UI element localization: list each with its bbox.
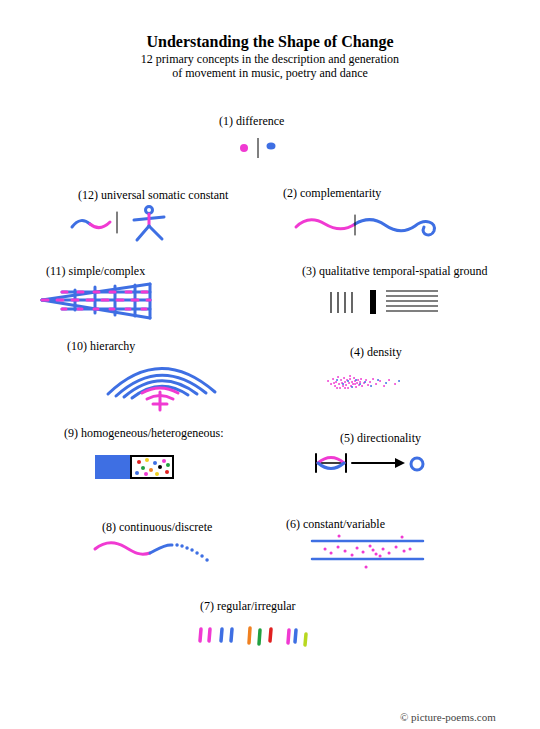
complementarity-figure bbox=[296, 215, 434, 235]
difference-figure-stroke bbox=[267, 143, 276, 150]
regular-irregular-figure-stroke bbox=[305, 634, 306, 645]
simple-complex-figure-stroke bbox=[62, 308, 150, 311]
homogeneous-figure-stroke bbox=[153, 461, 157, 465]
directionality-figure bbox=[316, 454, 423, 472]
concept-label: (5) directionality bbox=[340, 431, 421, 445]
concept-label: (9) homogeneous/heterogeneous: bbox=[64, 426, 224, 440]
ground-figure-stroke bbox=[386, 290, 438, 291]
somatic-figure-stroke bbox=[117, 212, 118, 233]
homogeneous-figure-stroke bbox=[149, 468, 153, 472]
concept-label: (7) regular/irregular bbox=[200, 599, 296, 613]
regular-irregular-figure-stroke bbox=[249, 628, 250, 643]
homogeneous-figure-stroke bbox=[158, 465, 162, 469]
ground-figure-stroke bbox=[370, 290, 376, 314]
somatic-figure-stroke bbox=[146, 207, 153, 214]
ground-figure-stroke bbox=[386, 300, 438, 301]
concept-label: (4) density bbox=[350, 345, 402, 359]
somatic-figure-stroke bbox=[149, 226, 162, 239]
regular-irregular-figure-stroke bbox=[231, 629, 232, 641]
ground-figure bbox=[331, 290, 438, 314]
density-figure bbox=[328, 376, 399, 388]
directionality-figure-stroke bbox=[318, 458, 344, 464]
difference-figure-stroke bbox=[258, 138, 259, 158]
regular-irregular-figure-stroke bbox=[288, 630, 289, 643]
homogeneous-figure-stroke bbox=[165, 470, 169, 474]
constant-variable-figure bbox=[312, 536, 423, 567]
density-figure-stroke bbox=[328, 376, 395, 388]
difference-figure bbox=[240, 138, 276, 158]
homogeneous-figure-stroke bbox=[135, 471, 139, 475]
constant-variable-figure-stroke bbox=[312, 540, 423, 543]
hierarchy-figure-stroke bbox=[153, 403, 167, 406]
homogeneous-figure-stroke bbox=[144, 472, 148, 476]
homogeneous-figure-stroke bbox=[166, 463, 170, 467]
directionality-figure-stroke bbox=[318, 463, 344, 469]
complementarity-figure-stroke bbox=[355, 215, 356, 235]
ground-figure-stroke bbox=[344, 292, 345, 313]
homogeneous-figure-stroke bbox=[95, 455, 130, 479]
homogeneous-figure bbox=[95, 455, 173, 479]
continuous-discrete-figure-stroke bbox=[177, 545, 207, 560]
directionality-figure-stroke bbox=[411, 458, 423, 470]
watermark: © picture-poems.com bbox=[400, 711, 496, 724]
continuous-discrete-figure-stroke bbox=[95, 543, 150, 554]
somatic-figure-stroke bbox=[72, 221, 90, 227]
somatic-figure-stroke bbox=[137, 226, 149, 240]
difference-figure-stroke bbox=[240, 144, 248, 152]
homogeneous-figure-stroke bbox=[137, 460, 141, 464]
ground-figure-stroke bbox=[386, 305, 438, 306]
concept-label: (6) constant/variable bbox=[286, 517, 385, 531]
ground-figure-stroke bbox=[337, 292, 338, 313]
hierarchy-figure-stroke bbox=[159, 392, 162, 410]
regular-irregular-figure-stroke bbox=[270, 629, 271, 641]
subtitle: 12 primary concepts in the description a… bbox=[139, 52, 401, 80]
concept-label: (12) universal somatic constant bbox=[78, 188, 228, 202]
complementarity-figure-stroke bbox=[355, 220, 434, 235]
regular-irregular-figure bbox=[200, 628, 306, 645]
concept-label: (3) qualitative temporal-spatial ground bbox=[302, 264, 488, 278]
regular-irregular-figure-stroke bbox=[200, 629, 201, 641]
homogeneous-figure-stroke bbox=[155, 472, 159, 476]
constant-variable-figure-stroke bbox=[312, 558, 423, 561]
density-figure-stroke bbox=[337, 380, 399, 387]
ground-figure-stroke bbox=[330, 292, 331, 313]
ground-figure-stroke bbox=[351, 292, 352, 313]
directionality-figure-stroke bbox=[395, 458, 405, 468]
concept-label: (2) complementarity bbox=[283, 186, 381, 200]
concept-label: (10) hierarchy bbox=[67, 339, 135, 353]
continuous-discrete-figure bbox=[95, 543, 207, 560]
diagram-title: Understanding the Shape of Change bbox=[0, 32, 540, 52]
hierarchy-figure bbox=[108, 368, 215, 410]
concept-label: (1) difference bbox=[219, 114, 284, 128]
concept-label: (11) simple/complex bbox=[46, 264, 145, 278]
complementarity-figure-stroke bbox=[296, 220, 355, 229]
homogeneous-figure-stroke bbox=[141, 466, 145, 470]
regular-irregular-figure-stroke bbox=[295, 630, 296, 642]
directionality-figure-stroke bbox=[352, 462, 396, 464]
simple-complex-figure-stroke bbox=[42, 299, 150, 302]
regular-irregular-figure-stroke bbox=[221, 629, 222, 641]
somatic-figure-stroke bbox=[148, 214, 151, 226]
regular-irregular-figure-stroke bbox=[259, 630, 260, 644]
homogeneous-figure-stroke bbox=[162, 459, 166, 463]
simple-complex-figure-stroke bbox=[62, 291, 150, 294]
somatic-figure bbox=[72, 207, 164, 241]
regular-irregular-figure-stroke bbox=[209, 629, 210, 641]
ground-figure-stroke bbox=[386, 295, 438, 296]
constant-variable-figure-stroke bbox=[325, 536, 410, 567]
homogeneous-figure-stroke bbox=[145, 458, 149, 462]
homogeneous-figure-stroke bbox=[131, 456, 173, 478]
concept-label: (8) continuous/discrete bbox=[102, 520, 212, 534]
ground-figure-stroke bbox=[386, 310, 438, 311]
somatic-figure-stroke bbox=[90, 222, 110, 228]
continuous-discrete-figure-stroke bbox=[150, 545, 172, 553]
simple-complex-figure bbox=[42, 284, 150, 318]
